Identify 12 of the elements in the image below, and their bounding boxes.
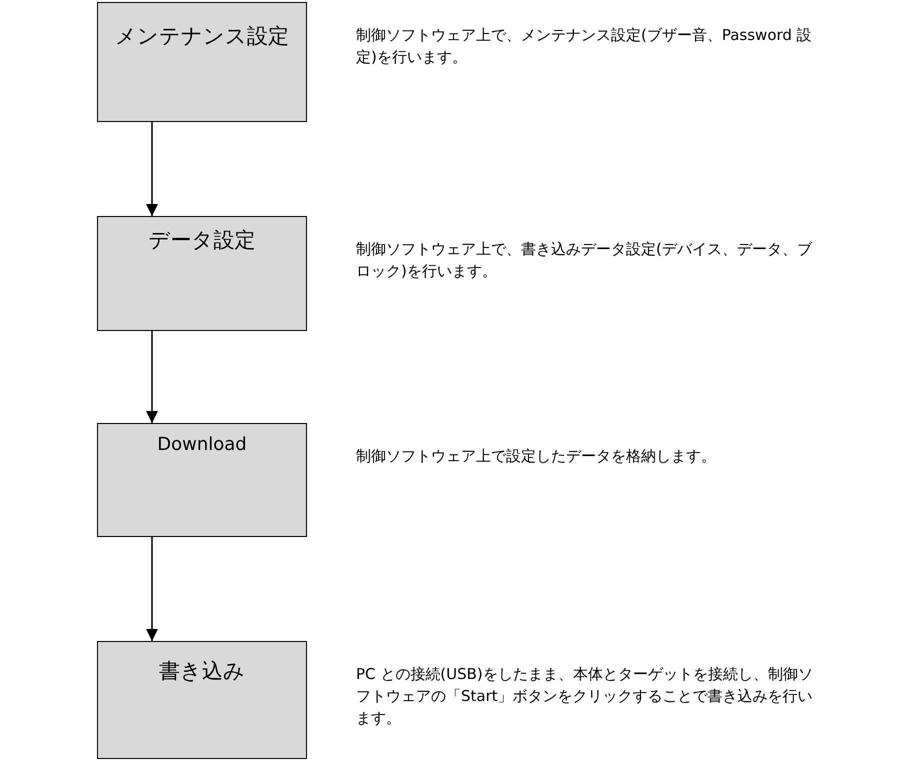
description-text: 制御ソフトウェア上で設定したデータを格納します。 xyxy=(356,446,717,467)
step-label: メンテナンス設定 xyxy=(115,23,289,50)
description-text: PC との接続(USB)をしたまま、本体とターゲットを接続し、制御ソフトウェアの「Start」ボタンをクリックすることで書き込みを行います。 xyxy=(356,664,814,729)
step-label: Download xyxy=(157,434,247,456)
process-box xyxy=(97,423,307,537)
process-box xyxy=(97,641,307,759)
process-box xyxy=(97,2,307,122)
process-box xyxy=(97,216,307,331)
step-label: データ設定 xyxy=(148,227,256,254)
description-text: 制御ソフトウェア上で、書き込みデータ設定(デバイス、データ、ブロック)を行います。 xyxy=(356,239,814,282)
step-label: 書き込み xyxy=(159,658,245,684)
description-text: 制御ソフトウェア上で、メンテナンス設定(ブザー音、Password 設定)を行います。 xyxy=(356,25,813,68)
